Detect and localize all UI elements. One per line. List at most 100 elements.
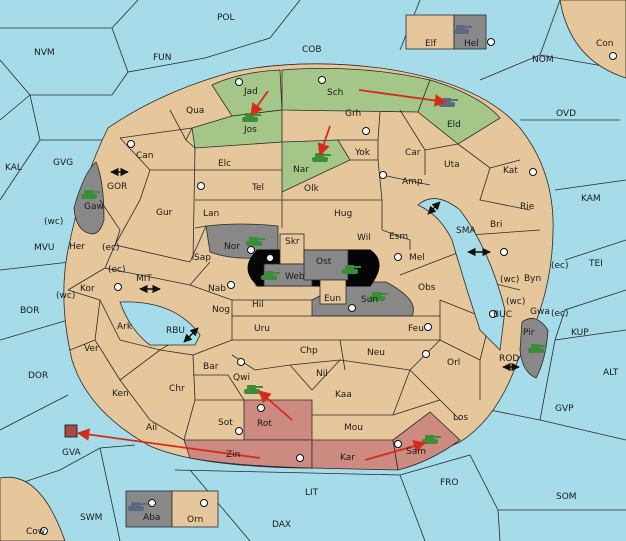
supply-centers xyxy=(40,38,617,535)
label-sun: Sun xyxy=(361,295,378,305)
region-skr[interactable] xyxy=(279,233,305,265)
label-gwa-ec: (ec) xyxy=(551,309,569,319)
label-sch: Sch xyxy=(327,88,343,98)
arrow-icon xyxy=(76,428,261,459)
label-tei: TEI xyxy=(588,259,603,269)
label-ken: Ken xyxy=(112,389,129,399)
label-bar: Bar xyxy=(203,362,219,372)
label-dax: DAX xyxy=(272,520,291,530)
supply-center-icon xyxy=(500,248,508,256)
arrow-icon xyxy=(258,390,293,421)
label-can: Can xyxy=(136,151,154,161)
label-gwa-wc: (wc) xyxy=(506,297,525,307)
arrow-icon xyxy=(317,125,331,157)
label-ovd: OVD xyxy=(556,109,576,119)
label-swm: SWM xyxy=(80,513,102,523)
region-jos[interactable] xyxy=(191,109,283,149)
label-her-ec: (ec) xyxy=(102,243,120,253)
region-rot[interactable] xyxy=(243,399,313,441)
label-gur: Gur xyxy=(156,208,173,218)
label-hel: Hel xyxy=(464,39,479,49)
label-lan: Lan xyxy=(203,209,219,219)
supply-center-icon xyxy=(362,127,370,135)
label-nog: Nog xyxy=(212,305,230,315)
label-rie: Rie xyxy=(520,202,535,212)
region-elf[interactable] xyxy=(405,14,455,50)
arrow-icon xyxy=(250,90,269,117)
label-nil: Nil xyxy=(316,369,328,379)
supply-center-icon xyxy=(200,499,208,507)
label-kam: KAM xyxy=(581,194,601,204)
region-sma-sea[interactable] xyxy=(417,198,506,351)
label-kal: KAL xyxy=(5,163,22,173)
supply-center-icon xyxy=(318,76,326,84)
label-kar: Kar xyxy=(340,453,355,463)
label-dor: DOR xyxy=(28,371,48,381)
label-gaw-wc: (wc) xyxy=(44,217,63,227)
region-zin[interactable] xyxy=(183,439,313,469)
label-kor-wc: (wc) xyxy=(56,291,75,301)
label-buc: BUC xyxy=(493,310,512,320)
label-gva: GVA xyxy=(62,448,82,458)
region-con[interactable] xyxy=(559,0,626,79)
label-kor-ec: (ec) xyxy=(108,265,126,275)
sea-labels: POL COB FUN NVM NOM Con OVD KAL GVG GOR … xyxy=(5,13,619,537)
arrow-icon xyxy=(364,440,427,461)
supply-center-icon xyxy=(489,310,497,318)
label-byn-ec: (ec) xyxy=(551,261,569,271)
label-nom: NOM xyxy=(532,55,554,65)
supply-center-icon xyxy=(235,78,243,86)
label-cob: COB xyxy=(302,45,322,55)
land-labels: Elf Hel Jad Sch Qua Grh Jos Eld Nar Can … xyxy=(69,39,550,525)
label-pol: POL xyxy=(217,13,235,23)
label-sot: Sot xyxy=(218,418,233,428)
label-hug: Hug xyxy=(334,209,352,219)
label-aba: Aba xyxy=(143,513,160,523)
supply-center-icon xyxy=(296,454,304,462)
label-jos: Jos xyxy=(243,125,257,135)
supply-center-icon xyxy=(379,171,387,179)
label-nvm: NVM xyxy=(34,48,55,58)
supply-center-icon xyxy=(197,182,205,190)
supply-center-icon xyxy=(266,254,274,262)
supply-center-icon xyxy=(609,52,617,60)
region-orn[interactable] xyxy=(171,490,219,528)
label-som: SOM xyxy=(556,492,577,502)
label-ver: Ver xyxy=(84,344,99,354)
label-feu: Feu xyxy=(408,324,424,334)
region-jad[interactable] xyxy=(211,69,283,117)
label-eun: Eun xyxy=(324,294,341,304)
label-chp: Chp xyxy=(300,346,318,356)
label-wil: Wil xyxy=(357,233,371,243)
label-gor: GOR xyxy=(107,182,127,192)
label-los: Los xyxy=(453,413,468,423)
arrow-icon xyxy=(358,89,448,107)
label-gaw: Gaw xyxy=(84,202,104,212)
label-rod: ROD xyxy=(499,354,519,364)
unit-gva[interactable] xyxy=(64,424,78,438)
supply-center-icon xyxy=(127,140,135,148)
supply-center-icon xyxy=(257,404,265,412)
label-neu: Neu xyxy=(367,348,385,358)
order-arrows xyxy=(76,89,448,461)
region-eun[interactable] xyxy=(319,279,347,305)
label-con: Con xyxy=(596,39,614,49)
label-mvu: MVU xyxy=(34,243,55,253)
label-mou: Mou xyxy=(344,423,363,433)
region-cow[interactable] xyxy=(0,476,66,541)
supply-center-icon xyxy=(394,253,402,261)
supply-center-icon xyxy=(394,440,402,448)
label-lit: LIT xyxy=(305,488,319,498)
supply-center-icon xyxy=(235,427,243,435)
supply-center-icon xyxy=(40,527,48,535)
supply-center-icon xyxy=(529,168,537,176)
region-mit-sea[interactable] xyxy=(119,301,201,346)
label-yok: Yok xyxy=(354,148,371,158)
label-web: Web xyxy=(285,272,305,282)
label-byn: Byn xyxy=(524,274,541,284)
label-amp: Amp xyxy=(402,177,423,187)
label-orl: Orl xyxy=(447,358,460,368)
convoy-arrows xyxy=(110,167,520,372)
label-her: Her xyxy=(69,242,85,252)
